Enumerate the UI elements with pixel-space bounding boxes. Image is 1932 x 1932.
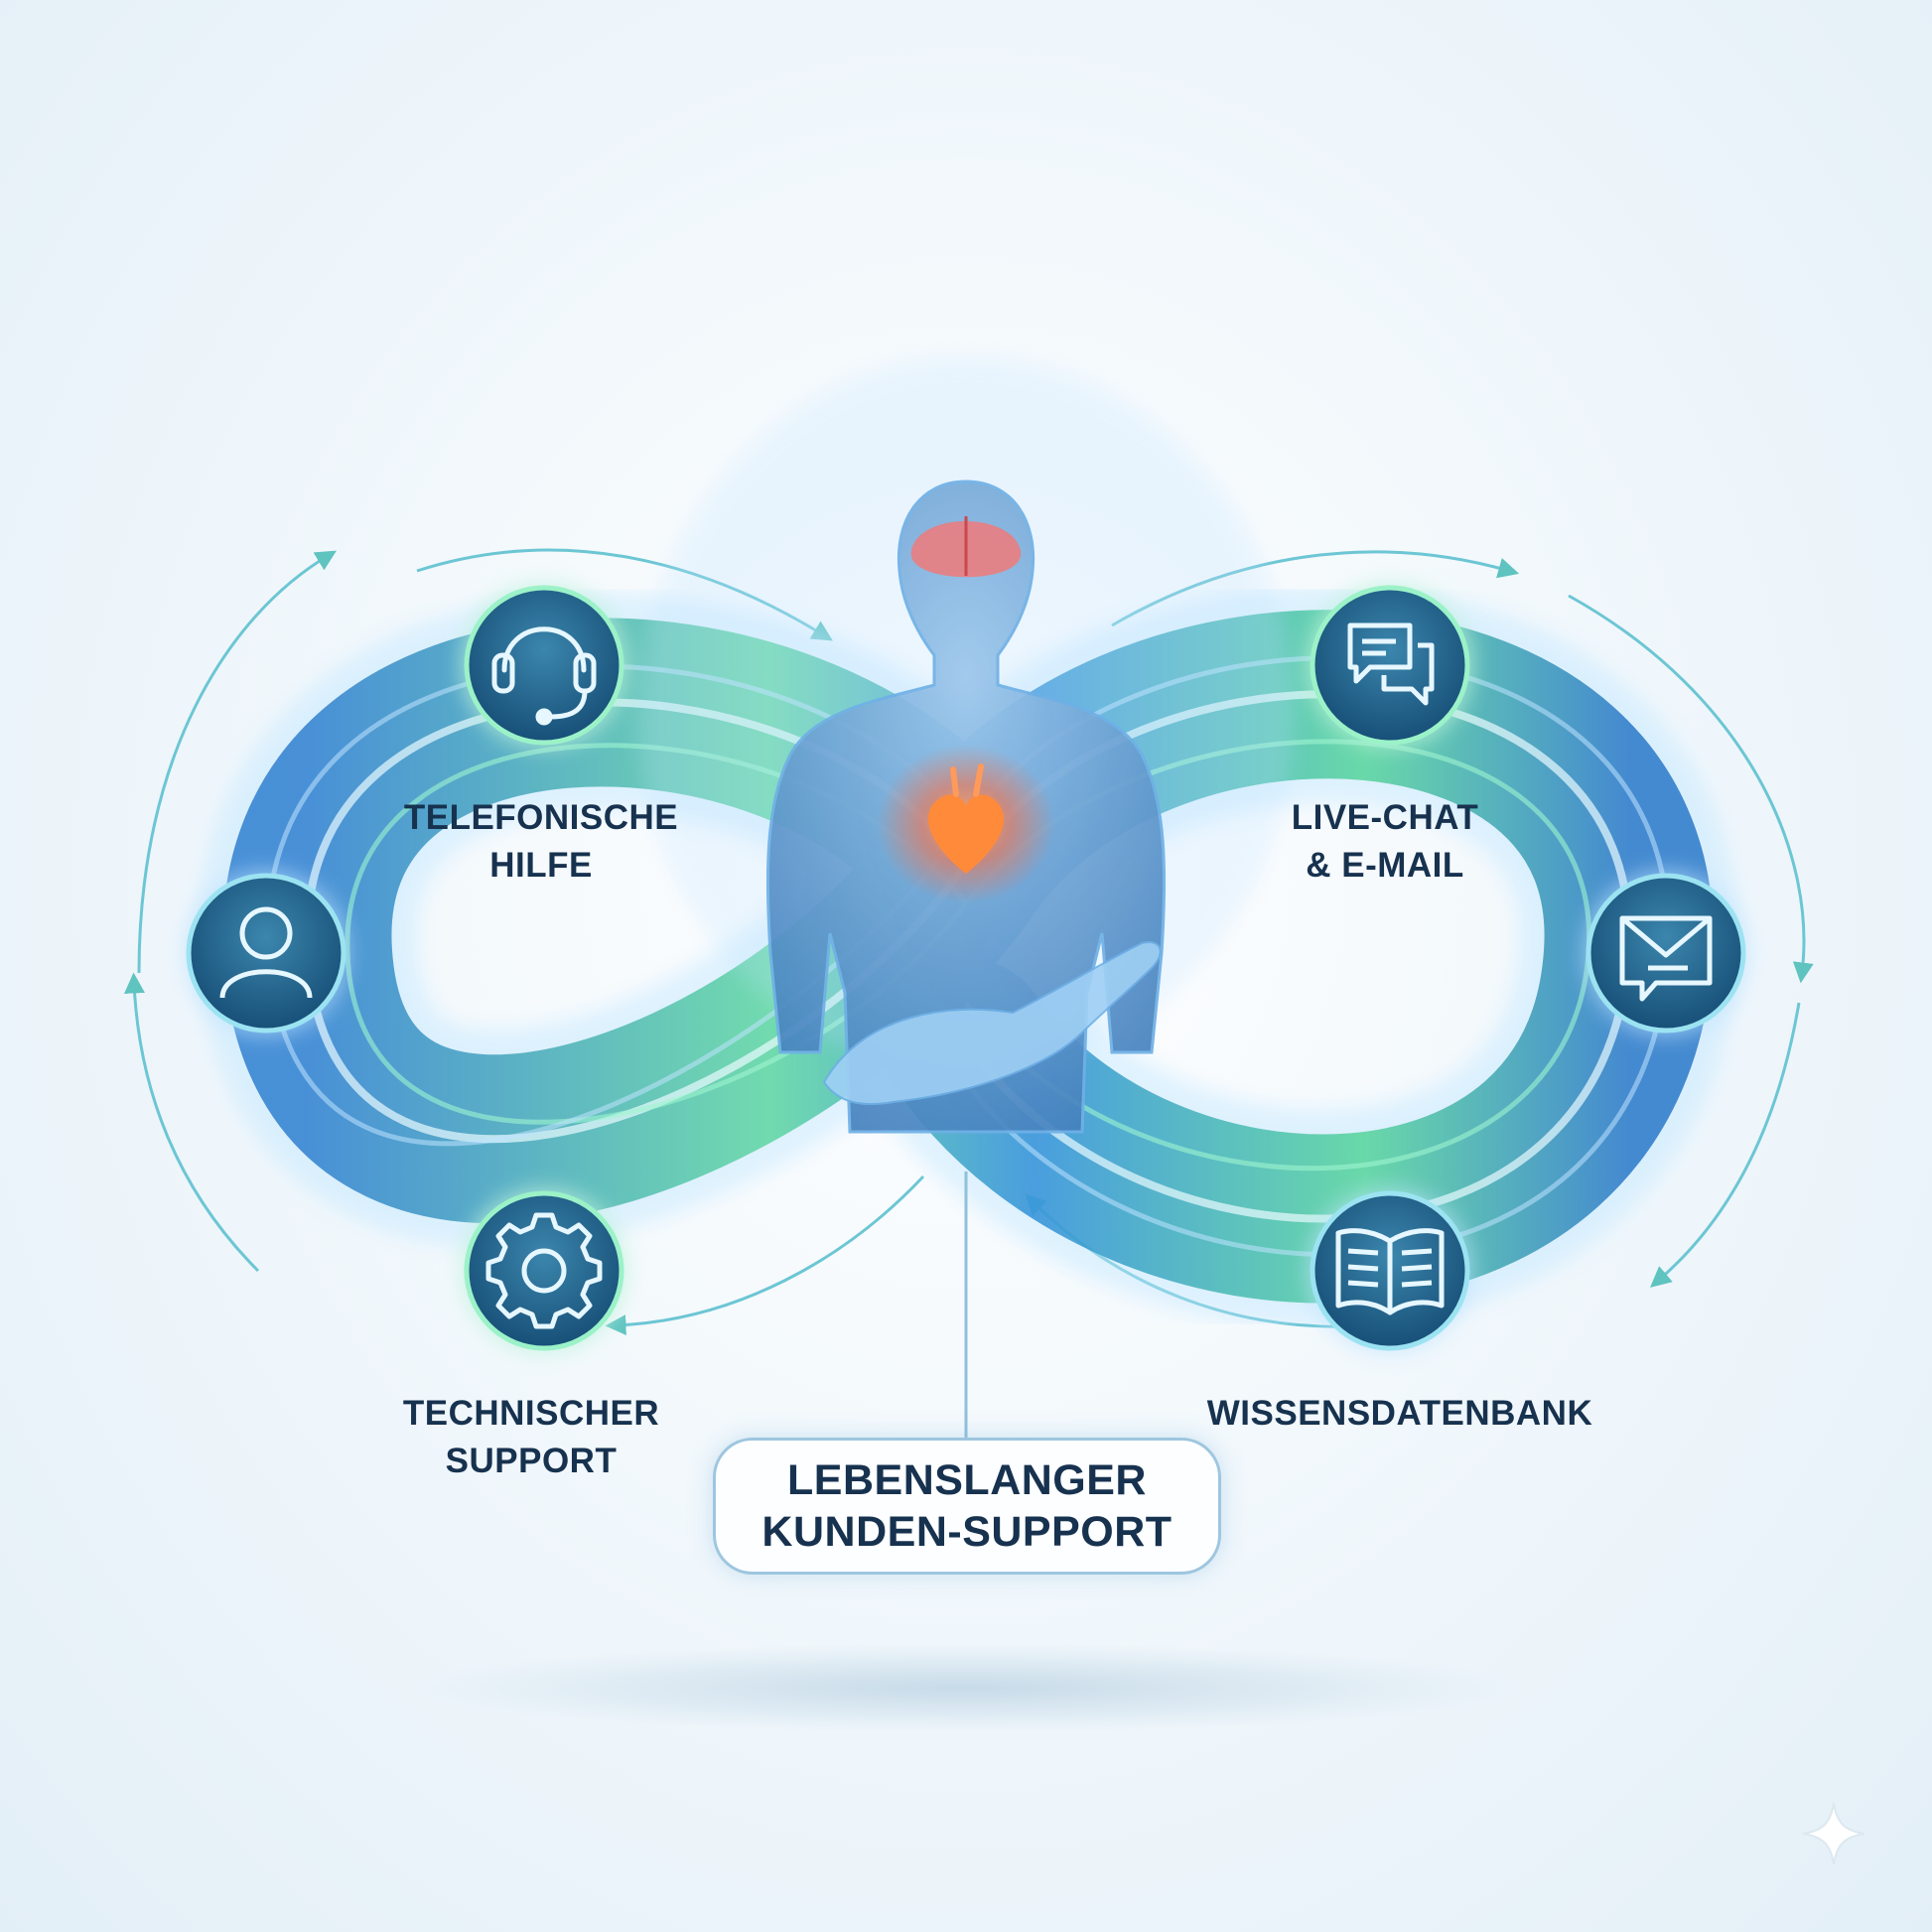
floor-shadow: [410, 1643, 1522, 1732]
sparkle-icon: [1802, 1802, 1865, 1865]
user-icon: [219, 906, 313, 999]
label-telefonische-hilfe: Telefonische Hilfe: [387, 794, 695, 890]
icon-disc-kb: [1307, 1187, 1473, 1354]
icon-disc-email: [1583, 870, 1749, 1036]
icon-disc-tech: [461, 1187, 627, 1354]
headset-icon: [491, 626, 597, 726]
gear-icon: [485, 1212, 603, 1329]
label-line: Telefonische: [403, 798, 679, 837]
human-figure-icon: [638, 357, 1294, 1134]
label-line: Hilfe: [489, 846, 593, 885]
label-line: Live-Chat: [1291, 798, 1479, 837]
icon-disc-chat: [1307, 582, 1473, 749]
envelope-icon: [1619, 915, 1713, 1002]
icon-disc-phone: [461, 582, 627, 749]
label-technischer-support: Technischer Support: [377, 1390, 685, 1485]
icon-disc-user: [183, 870, 349, 1036]
label-line: Wissensdatenbank: [1206, 1394, 1593, 1433]
label-line: Technischer: [402, 1394, 660, 1433]
label-wissensdatenbank: Wissensdatenbank: [1172, 1390, 1628, 1438]
label-live-chat-email: Live-Chat & E-Mail: [1231, 794, 1539, 890]
label-line: Support: [445, 1442, 618, 1480]
center-title-line: Lebenslanger: [787, 1456, 1147, 1504]
label-line: & E-Mail: [1306, 846, 1464, 885]
center-title-box: Lebenslanger Kunden-Support: [713, 1438, 1221, 1575]
chat-bubbles-icon: [1347, 622, 1435, 706]
open-book-icon: [1335, 1228, 1445, 1315]
center-title-line: Kunden-Support: [761, 1508, 1173, 1556]
